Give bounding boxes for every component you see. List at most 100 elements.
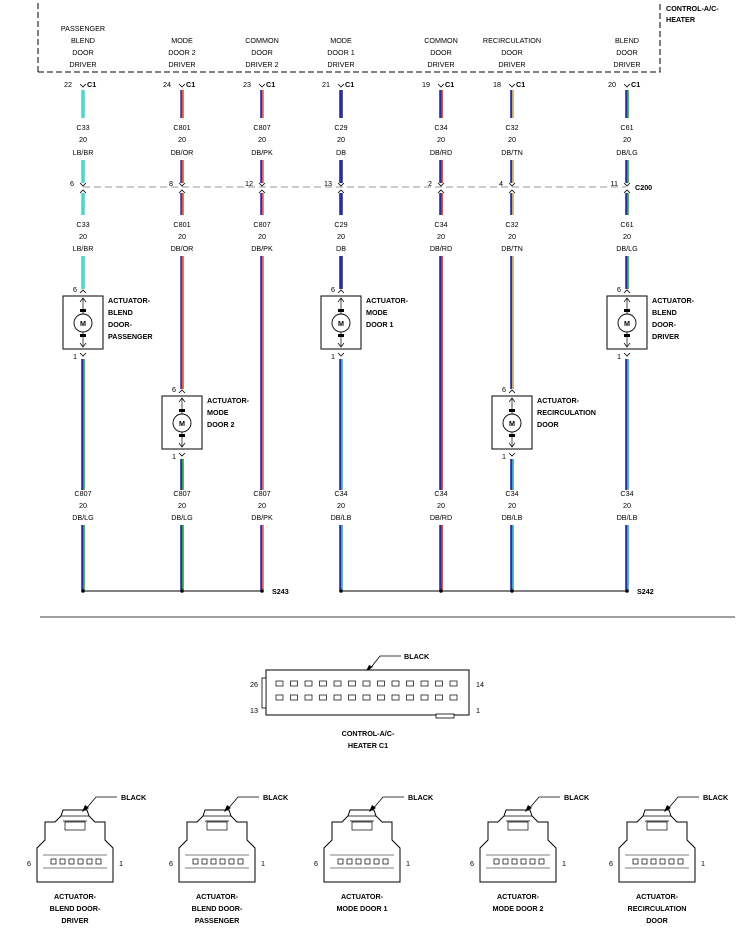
module-control-ac-heater: CONTROL-A/C-HEATERPASSENGERBLENDDOORDRIV…	[37, 3, 719, 73]
c1-pin-cavity	[362, 694, 371, 701]
wire-gauge: 20	[508, 501, 516, 510]
circuit-id: C34	[334, 489, 347, 498]
wire-segment	[339, 193, 343, 215]
arrow-down-icon	[79, 342, 87, 348]
c1-pin-13: 13	[250, 706, 258, 715]
driver-label: PASSENGER	[61, 24, 105, 33]
pin-cavity	[346, 858, 353, 865]
circuit-id: C61	[620, 123, 633, 132]
pin-cavity	[192, 858, 199, 865]
actuator-pin-bottom: 1	[502, 452, 506, 461]
wire-gauge: 20	[337, 135, 345, 144]
c1-pin-cavity	[333, 680, 342, 687]
connector-label: RECIRCULATION	[628, 904, 687, 913]
wire-segment	[81, 256, 85, 289]
circuit-id: C801	[173, 220, 190, 229]
module-title: CONTROL-A/C-	[666, 4, 719, 13]
pin-cavity	[68, 858, 75, 865]
c200-pin-number: 13	[324, 179, 332, 188]
c1-pin-cavity	[290, 694, 298, 701]
connector-pin-right: 1	[406, 859, 410, 868]
splice-label-s242: S242	[637, 587, 654, 596]
c1-pin-number: 23	[243, 80, 251, 89]
c1-pointer-line	[368, 655, 401, 671]
c1-pin-cavity	[449, 694, 458, 701]
wire-segment	[180, 160, 184, 183]
wire-segment	[260, 256, 264, 490]
wire-color-code: DB/OR	[171, 148, 194, 157]
motor-icon	[502, 413, 522, 433]
connector-label: MODE DOOR 1	[336, 904, 387, 913]
driver-label: MODE	[330, 36, 352, 45]
c200-terminal-icon	[258, 189, 266, 194]
motor-icon	[73, 313, 93, 333]
actuator-terminal-icon	[337, 289, 345, 294]
driver-label: DRIVER	[427, 60, 454, 69]
actuator-terminal-icon	[178, 452, 186, 457]
arrow-up-icon	[508, 397, 516, 403]
connector-pointer-arrow-icon	[525, 805, 532, 812]
wire-segment	[510, 90, 514, 118]
circuit-id: C33	[76, 123, 89, 132]
connector-label: PASSENGER	[195, 916, 240, 925]
wire-segment	[180, 90, 184, 118]
actuator-label: ACTUATOR-	[366, 296, 409, 305]
wire-segment	[339, 160, 343, 183]
c1-side-tab	[261, 677, 267, 709]
wire-gauge: 20	[337, 501, 345, 510]
connector-label: BLEND DOOR-	[50, 904, 101, 913]
c1-label: C1	[631, 80, 640, 89]
c1-title: HEATER C1	[348, 741, 388, 750]
wire-segment	[260, 90, 264, 118]
c1-label: C1	[87, 80, 96, 89]
actuator-label: DOOR	[537, 420, 559, 429]
pin-cavity	[632, 858, 639, 865]
motor-brush-top	[179, 409, 185, 412]
connector-label: ACTUATOR-	[636, 892, 679, 901]
connector-pointer-line	[226, 796, 259, 811]
wire-segment	[339, 525, 343, 590]
wire-color-code: DB/OR	[171, 244, 194, 253]
c200-terminal-icon	[337, 189, 345, 194]
driver-label: DRIVER 2	[245, 60, 278, 69]
c1-pin-1: 1	[476, 706, 480, 715]
actuator-label: DRIVER	[652, 332, 680, 341]
pin-cavity	[228, 858, 235, 865]
c200-pin-number: 8	[169, 179, 173, 188]
actuator-label: DOOR 2	[207, 420, 235, 429]
c200-terminal-icon	[437, 182, 445, 187]
wire-gauge: 20	[508, 232, 516, 241]
c1-label: C1	[266, 80, 275, 89]
circuit-id: C29	[334, 220, 347, 229]
connector-label: ACTUATOR-	[54, 892, 97, 901]
motor-letter: M	[80, 319, 86, 328]
module-dashed-border	[37, 3, 661, 73]
wire-segment	[81, 160, 85, 183]
circuit-id: C34	[434, 220, 447, 229]
wire-segment	[625, 256, 629, 289]
c1-pin-number: 21	[322, 80, 330, 89]
c1-pin-26: 26	[250, 680, 258, 689]
pin-cavity	[355, 858, 362, 865]
connector-pin-right: 1	[562, 859, 566, 868]
wire-color-code: DB/PK	[251, 148, 273, 157]
c200-pin-number: 2	[428, 179, 432, 188]
connector-pin-left: 6	[27, 859, 31, 868]
wire-gauge: 20	[258, 501, 266, 510]
wire-gauge: 20	[508, 135, 516, 144]
actuator-label: PASSENGER	[108, 332, 153, 341]
c200-terminal-icon	[79, 182, 87, 187]
c1-label: C1	[516, 80, 525, 89]
pin-cavity	[50, 858, 57, 865]
c1-terminal-icon	[508, 83, 516, 88]
actuator-label: MODE	[366, 308, 388, 317]
circuit-id: C34	[620, 489, 633, 498]
connector-pointer-arrow-icon	[369, 805, 376, 812]
connector-label: DOOR	[646, 916, 668, 925]
wire-color-code: DB/LG	[72, 513, 94, 522]
